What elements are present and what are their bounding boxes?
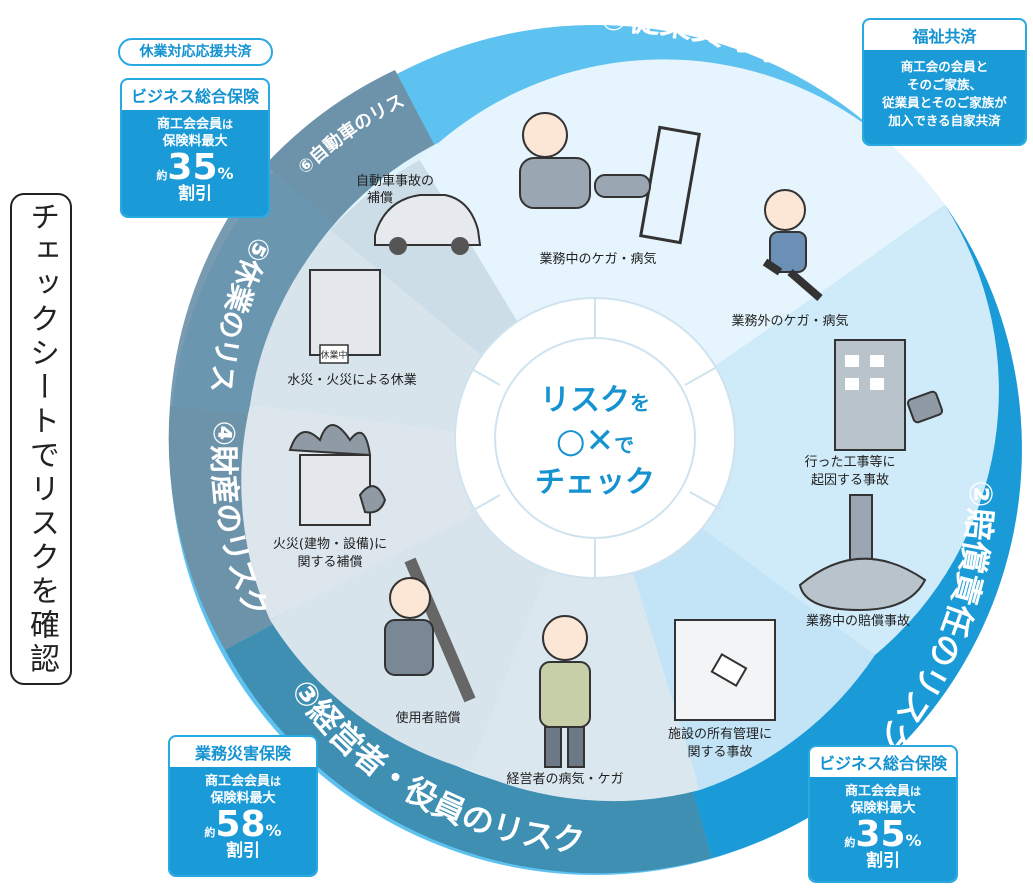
callout-welfare-line2: そのご家族、 bbox=[906, 77, 982, 92]
max-label: 保険料最大 bbox=[162, 134, 228, 149]
item-car-accident-l2: 補償 bbox=[367, 191, 393, 206]
member-label: 商工会会員 bbox=[156, 117, 222, 132]
side-title: チェックシートでリスクを確認 bbox=[24, 201, 59, 677]
item-fire-comp-l2: 関する補償 bbox=[297, 555, 362, 570]
item-construction-accident-l2: 起因する事故 bbox=[811, 473, 889, 488]
callout-occupational: 業務災害保険 商工会会員は 保険料最大 約58% 割引 bbox=[168, 735, 318, 877]
item-disaster-suspension: 水災・火災による休業 bbox=[287, 372, 417, 388]
item-exec-illness: 経営者の病気・ケガ bbox=[506, 771, 623, 787]
item-work-liability: 業務中の賠償事故 bbox=[806, 613, 910, 629]
callout-welfare-line4: 加入できる自家共済 bbox=[888, 113, 1001, 128]
running-man-illustration bbox=[762, 189, 823, 302]
building-illustration bbox=[834, 339, 944, 451]
pole-accident-illustration bbox=[384, 557, 476, 703]
hub-dividers bbox=[469, 298, 723, 578]
closed-sign-text: 休業中 bbox=[320, 349, 347, 361]
item-employer-liability: 使用者賠償 bbox=[395, 710, 460, 726]
callout-business-left-body: 商工会会員は 保険料最大 約35% 割引 bbox=[122, 110, 268, 216]
callout-welfare-body: 商工会の会員と そのご家族、 従業員とそのご家族が 加入できる自家共済 bbox=[864, 50, 1025, 144]
fire-building-illustration bbox=[288, 424, 387, 526]
center-line3: チェック bbox=[535, 465, 655, 500]
damaged-shop-illustration: 休業中 bbox=[309, 269, 381, 364]
callout-business-right-header: ビジネス総合保険 bbox=[818, 754, 947, 773]
center-line1: リスクを bbox=[540, 383, 650, 418]
discount-value: 35 bbox=[855, 814, 906, 855]
ladder-fall-illustration bbox=[519, 112, 701, 245]
inner-exec-1 bbox=[470, 450, 700, 802]
callout-business-left-header: ビジネス総合保険 bbox=[130, 87, 259, 106]
callout-welfare-header: 福祉共済 bbox=[912, 27, 977, 46]
callout-business-right-body: 商工会会員は 保険料最大 約35% 割引 bbox=[810, 777, 956, 881]
callout-suspension-support: 休業対応応援共済 bbox=[118, 38, 273, 66]
discount-value: 58 bbox=[215, 804, 266, 845]
item-offwork-injury: 業務外のケガ・病気 bbox=[731, 313, 848, 329]
callout-occupational-header: 業務災害保険 bbox=[194, 744, 291, 763]
injured-executive-illustration bbox=[539, 615, 591, 768]
item-fire-comp-l1: 火災(建物・設備)に bbox=[273, 536, 387, 552]
inner-liability-1 bbox=[595, 205, 999, 655]
discount-label: 割引 bbox=[178, 184, 212, 204]
item-work-injury: 業務中のケガ・病気 bbox=[539, 251, 656, 267]
car-illustration bbox=[374, 194, 482, 255]
callout-business-right: ビジネス総合保険 商工会会員は 保険料最大 約35% 割引 bbox=[808, 745, 958, 883]
discount-value: 35 bbox=[167, 147, 218, 188]
item-facility-accident-l1: 施設の所有管理に bbox=[668, 726, 772, 742]
callout-occupational-body: 商工会会員は 保険料最大 約58% 割引 bbox=[170, 767, 316, 875]
callout-welfare: 福祉共済 商工会の会員と そのご家族、 従業員とそのご家族が 加入できる自家共済 bbox=[862, 18, 1027, 146]
ceiling-collapse-illustration bbox=[674, 619, 776, 721]
callout-welfare-line3: 従業員とそのご家族が bbox=[882, 95, 1007, 110]
hub-center bbox=[494, 337, 696, 539]
broken-pipe-illustration bbox=[798, 494, 927, 612]
callout-business-left: ビジネス総合保険 商工会会員は 保険料最大 約35% 割引 bbox=[120, 78, 270, 218]
side-title-box: チェックシートでリスクを確認 bbox=[10, 193, 72, 685]
item-car-accident-l1: 自動車事故の bbox=[356, 174, 434, 189]
item-construction-accident-l1: 行った工事等に bbox=[804, 454, 895, 470]
center-line2: ○✕で bbox=[556, 421, 634, 461]
callout-welfare-line1: 商工会の会員と bbox=[900, 59, 989, 74]
item-facility-accident-l2: 関する事故 bbox=[687, 745, 752, 760]
